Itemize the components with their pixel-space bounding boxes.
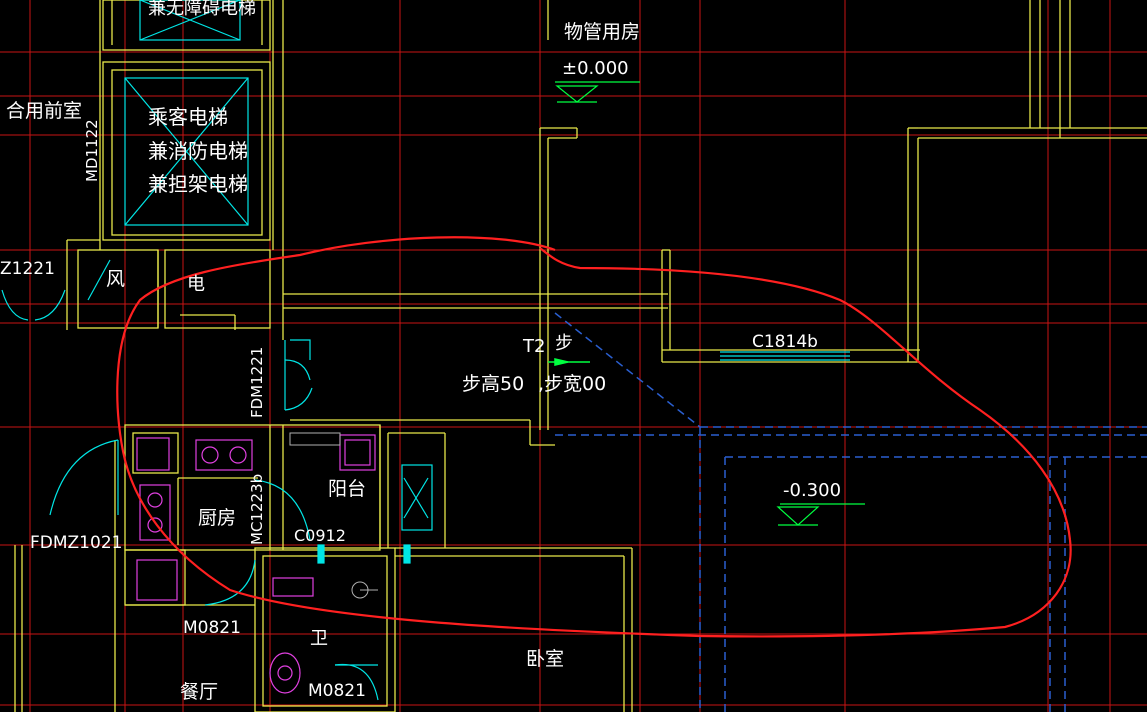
label-stair-t2: T2 bbox=[522, 336, 545, 357]
label-elevator-top: 兼无障碍电梯 bbox=[148, 0, 256, 19]
doors bbox=[1, 0, 850, 701]
label-m0821-a: M0821 bbox=[183, 618, 241, 638]
label-elevator-1: 乘客电梯 bbox=[148, 105, 228, 129]
kitchen-counter bbox=[289, 432, 378, 599]
label-elevator-3: 兼担架电梯 bbox=[148, 172, 248, 196]
stair-arrow bbox=[548, 358, 590, 366]
label-dining: 餐厅 bbox=[180, 681, 218, 703]
label-balcony: 阳台 bbox=[328, 478, 366, 500]
label-elevator-2: 兼消防电梯 bbox=[148, 139, 248, 163]
dashed-outline bbox=[554, 312, 1147, 712]
label-fdmz1021: FDMZ1021 bbox=[30, 533, 122, 553]
label-fdm1221: FDM1221 bbox=[248, 347, 266, 418]
fixtures bbox=[136, 434, 376, 694]
label-stair-height: 步高50 bbox=[462, 373, 524, 395]
label-stair-bu: 步 bbox=[555, 333, 573, 354]
label-md1122: MD1122 bbox=[83, 119, 101, 182]
label-wind: 风 bbox=[106, 268, 125, 290]
label-shared-lobby: 合用前室 bbox=[6, 100, 82, 122]
label-property-room: 物管用房 bbox=[564, 21, 640, 43]
label-elevation-zero: ±0.000 bbox=[562, 58, 629, 79]
label-mc1223b: MC1223b bbox=[248, 474, 266, 545]
label-bath: 卫 bbox=[310, 628, 328, 649]
label-stair-width: ,步宽00 bbox=[538, 373, 606, 395]
label-z1221: Z1221 bbox=[0, 259, 55, 279]
label-m0821-b: M0821 bbox=[308, 681, 366, 701]
label-c0912: C0912 bbox=[294, 526, 346, 545]
elevation-marker-right bbox=[776, 503, 865, 526]
label-elevation-neg: -0.300 bbox=[783, 480, 841, 501]
label-window-c1814b: C1814b bbox=[752, 332, 818, 352]
elevation-marker-top bbox=[555, 81, 640, 103]
label-power: 电 bbox=[187, 274, 205, 295]
label-bedroom: 卧室 bbox=[526, 648, 564, 670]
walls bbox=[14, 0, 1147, 712]
label-kitchen: 厨房 bbox=[198, 507, 236, 529]
red-markup-circle bbox=[116, 236, 1072, 638]
text-labels: 兼无障碍电梯 物管用房 ±0.000 合用前室 乘客电梯 兼消防电梯 兼担架电梯… bbox=[0, 0, 841, 703]
